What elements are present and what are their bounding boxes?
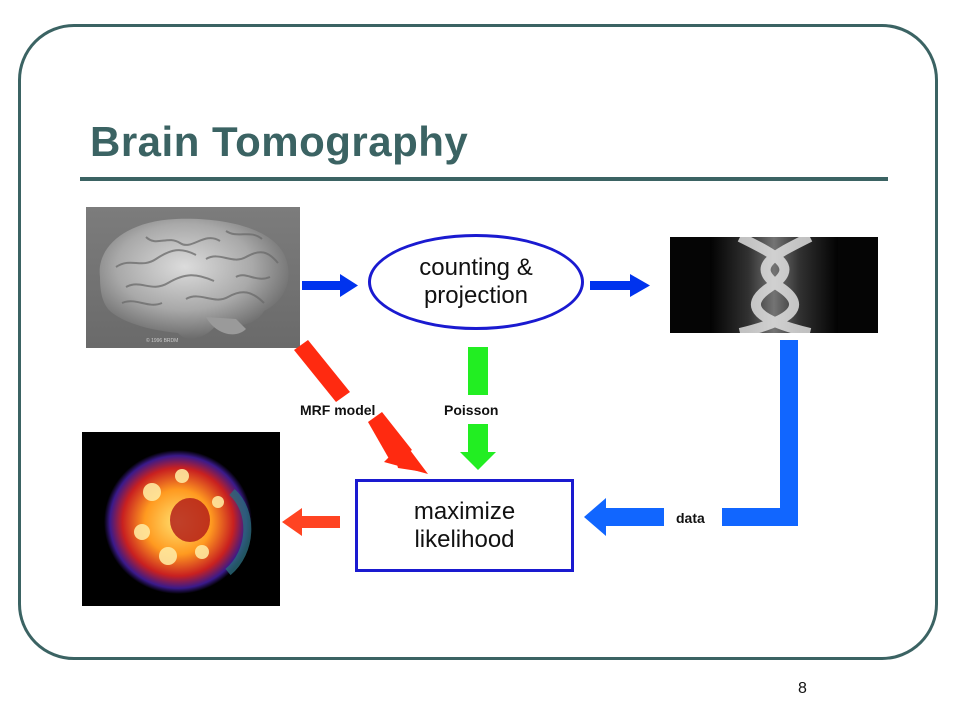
arrow-projection-to-sinogram — [590, 274, 650, 297]
maximize-likelihood-label: maximize likelihood — [413, 497, 516, 553]
data-label: data — [676, 510, 705, 526]
brain-surface-image: © 1996 BRDM — [86, 207, 300, 348]
arrow-data — [584, 340, 798, 536]
arrow-mrf-model — [294, 340, 428, 474]
pet-scan-image — [82, 432, 280, 606]
slide-title: Brain Tomography — [90, 118, 469, 165]
title-underline — [80, 177, 888, 181]
sinogram-image — [670, 237, 878, 333]
counting-projection-node: counting & projection — [368, 234, 584, 330]
page-number: 8 — [798, 680, 807, 697]
counting-projection-label: counting & projection — [419, 254, 533, 309]
svg-text:© 1996 BRDM: © 1996 BRDM — [146, 337, 178, 344]
slide-frame — [18, 24, 938, 660]
maximize-likelihood-node: maximize likelihood — [355, 479, 574, 572]
arrow-result-to-pet — [282, 508, 340, 536]
arrow-brain-to-projection — [302, 274, 358, 297]
poisson-label: Poisson — [444, 402, 499, 418]
mrf-model-label: MRF model — [300, 402, 376, 418]
arrow-poisson — [460, 347, 496, 470]
